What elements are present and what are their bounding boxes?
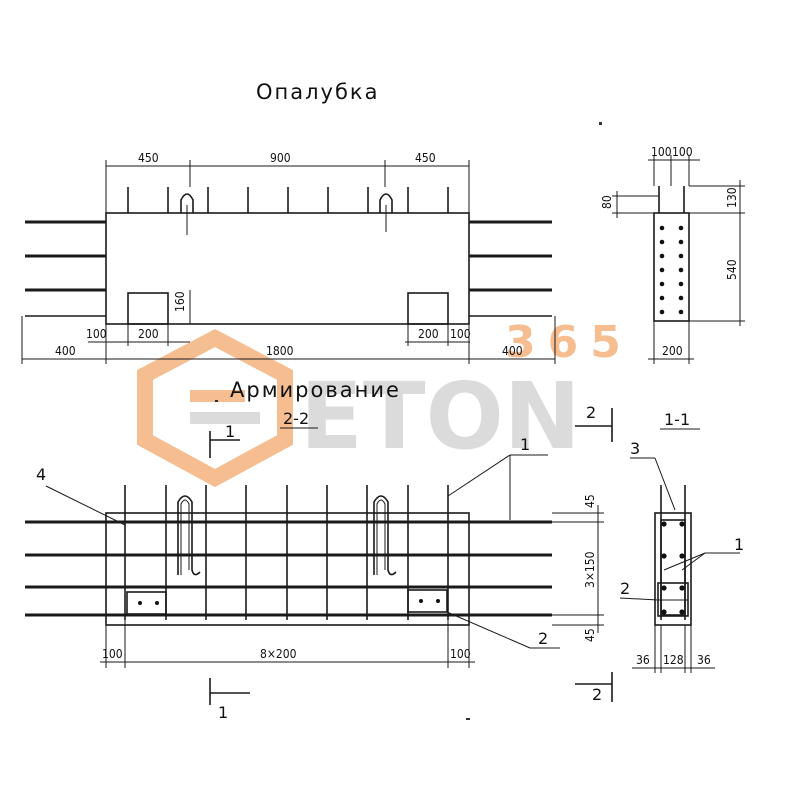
reinforcement-front-view [25,485,552,626]
dim-top-450-left: 450 [138,151,159,165]
dim-top-450-right: 450 [415,151,436,165]
section-11-label: 1-1 [664,410,690,429]
dim-bottom-100-left: 100 [86,327,107,341]
watermark: ETON 365 [137,317,633,488]
dim-section-top-100-right: 100 [672,145,693,159]
dim-rebar-45-bottom: 45 [583,628,597,642]
formwork-title: Опалубка [256,80,379,104]
watermark-number: 365 [505,317,633,368]
dim-bottom-100-right: 100 [450,327,471,341]
dim-bottom-400-left: 400 [55,344,76,358]
formwork-bottom-dimensions: 400 100 200 1800 200 100 400 [21,316,556,364]
dim-sec-36-right: 36 [697,653,711,667]
recess-right [407,292,449,325]
lifting-loop-left [180,193,194,213]
rebar-loop-right [373,495,397,576]
dim-rebar-100-left: 100 [102,647,123,661]
rebar-loop-right-inner [376,499,386,575]
dim-recess-height: 160 [173,291,187,312]
reinforcement-right-dimensions: 45 3×150 45 [552,494,604,642]
callout-1: 1 [520,435,530,454]
cut-label-1-top: 1 [225,422,235,441]
rebar-loop-left-inner [180,499,190,575]
cut-label-1-bottom: 1 [218,703,228,722]
dim-rebar-3x150: 3×150 [583,551,597,588]
dim-bottom-400-right: 400 [502,344,523,358]
reinforcement-title: Армирование [230,378,401,402]
dim-sec-128: 128 [663,653,684,667]
dim-rebar-8x200: 8×200 [260,647,297,661]
formwork-front-view: 160 [25,187,552,325]
section-22-label: 2-2 [283,409,309,428]
dim-bottom-1800: 1800 [266,344,294,358]
rebar-loop-left [177,495,201,576]
dim-bottom-200-left: 200 [138,327,159,341]
dim-rebar-100-right: 100 [450,647,471,661]
cut-label-2-bottom: 2 [592,685,602,704]
formwork-top-dimensions: 450 900 450 [105,151,470,213]
dim-section-left-80: 80 [600,195,614,209]
section-cut-markers: 1 1 2 2 [209,403,613,722]
reinforcement-callouts: 4 1 2 [36,435,560,649]
callout-4: 4 [36,465,46,484]
dim-section-right-540: 540 [725,259,739,280]
embedded-plate-left [126,591,167,615]
reinforcement-section-11: 3 1 2 36 128 36 [619,439,744,673]
dim-section-bottom-200: 200 [662,344,683,358]
dim-section-right-130: 130 [725,187,739,208]
dim-top-900: 900 [270,151,291,165]
formwork-side-section: 100 100 80 130 540 200 [600,145,745,364]
embedded-plate-right [407,589,448,613]
dim-section-top-100-left: 100 [651,145,672,159]
reinforcement-bottom-dimensions: 100 8×200 100 [100,620,475,668]
callout-1-section: 1 [734,535,744,554]
watermark-brand: ETON [300,363,581,470]
dim-bottom-200-right: 200 [418,327,439,341]
dim-rebar-45-top: 45 [583,494,597,508]
lifting-loop-right [379,193,393,213]
dim-sec-36-left: 36 [636,653,650,667]
recess-left [127,292,169,325]
callout-2-section: 2 [620,579,630,598]
watermark-logo-icon [137,328,293,488]
callout-3: 3 [630,439,640,458]
callout-2: 2 [538,629,548,648]
cut-label-2-top: 2 [586,403,596,422]
